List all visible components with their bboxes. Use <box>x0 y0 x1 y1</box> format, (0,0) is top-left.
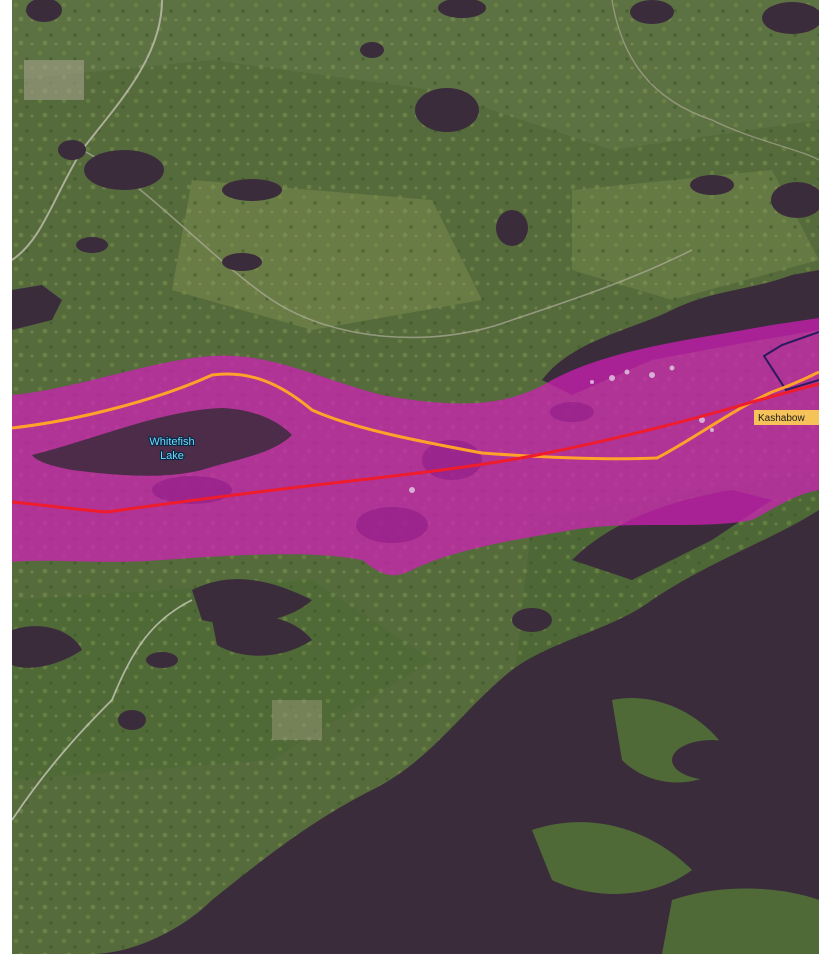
whitefish-lake <box>32 408 292 476</box>
boundary-outline <box>762 331 819 392</box>
town-label-bg <box>754 410 819 425</box>
study-corridor <box>12 318 819 576</box>
whitefish-lake-label-line2: Lake <box>160 450 184 462</box>
road <box>81 149 693 339</box>
town-label-kashabow: Kashabow <box>758 413 805 424</box>
road <box>12 599 193 821</box>
map-view[interactable]: Whitefish Lake Kashabow <box>12 0 819 954</box>
whitefish-lake-label-line1: Whitefish <box>149 436 194 448</box>
route-orange <box>12 370 819 461</box>
clearing <box>272 700 322 740</box>
route-red <box>12 382 819 514</box>
clearing <box>24 60 84 100</box>
road <box>611 0 819 161</box>
map-canvas[interactable]: Whitefish Lake Kashabow <box>12 0 819 954</box>
settlement-dots <box>409 365 714 493</box>
